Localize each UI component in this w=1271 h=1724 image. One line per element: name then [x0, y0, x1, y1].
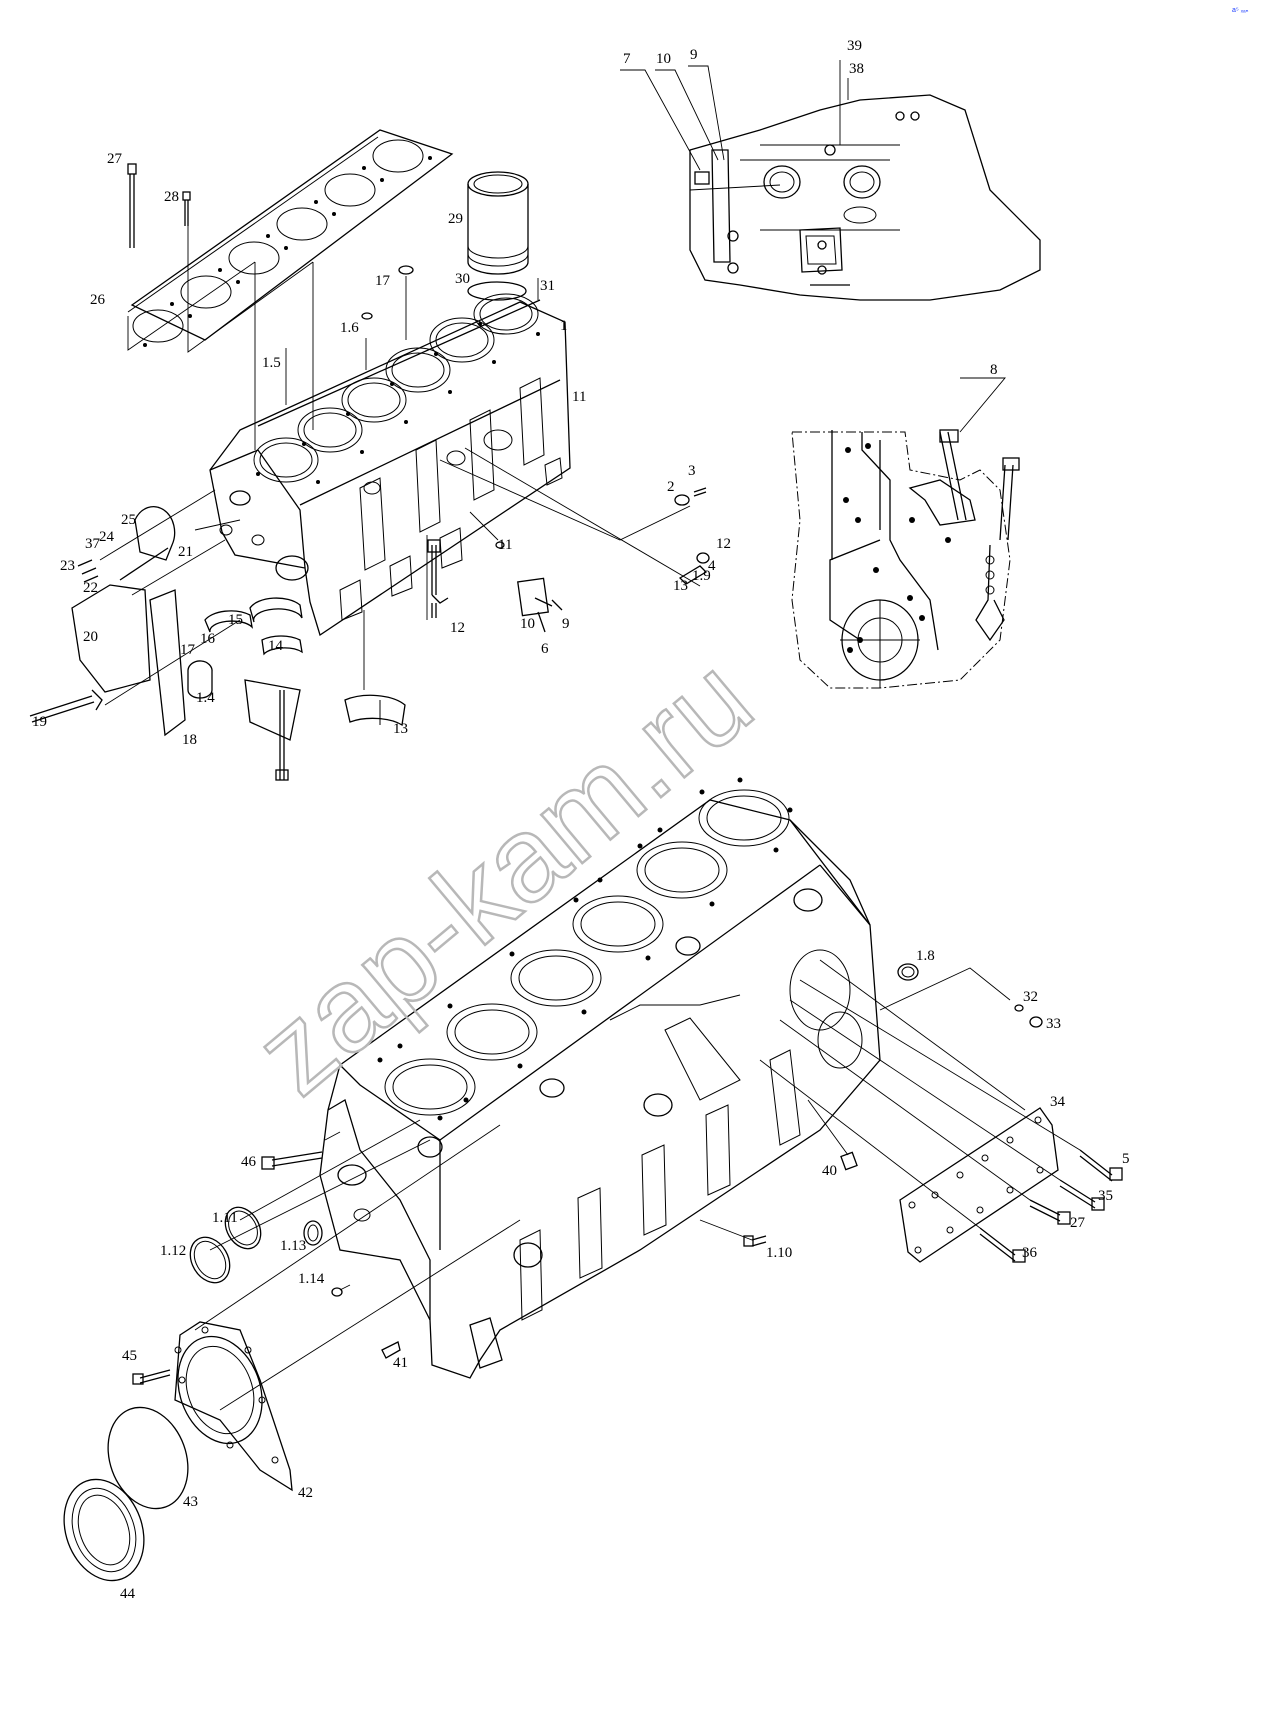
label-46: 46	[241, 1154, 257, 1170]
label-31: 31	[540, 278, 555, 294]
label-10: 10	[520, 616, 535, 632]
label-27b: 27	[1070, 1215, 1086, 1231]
label-9: 9	[562, 616, 570, 632]
lower-small-parts	[63, 963, 1123, 1582]
label-44: 44	[120, 1586, 136, 1602]
label-30: 30	[455, 271, 470, 287]
detail-view-middle-right	[791, 377, 1020, 689]
label-42: 42	[298, 1485, 313, 1501]
watermark: zap-kam.ru	[231, 631, 777, 1119]
label-12: 12	[716, 536, 731, 552]
label-39: 39	[847, 38, 862, 54]
detail-view-top-right	[620, 60, 1041, 301]
label-22: 22	[83, 580, 98, 596]
lower-leader-lines	[194, 959, 1081, 1411]
label-13b: 13	[393, 721, 408, 737]
label-41: 41	[393, 1355, 408, 1371]
label-20: 20	[83, 629, 98, 645]
label-1-11: 1.11	[212, 1210, 238, 1226]
label-35: 35	[1098, 1188, 1113, 1204]
label-4: 4	[708, 558, 716, 574]
label-36: 36	[1022, 1245, 1038, 1261]
label-34: 34	[1050, 1094, 1066, 1110]
label-1-14: 1.14	[298, 1271, 325, 1287]
label-23: 23	[60, 558, 75, 574]
part-labels: 27 28 26 29 30 31 17 1.6 1.5 1 11 3 2 11…	[32, 38, 1130, 1602]
label-19: 19	[32, 714, 47, 730]
head-gasket	[127, 129, 454, 353]
label-17b: 17	[180, 642, 196, 658]
cylinder-liner	[467, 171, 529, 275]
label-1-12: 1.12	[160, 1243, 186, 1259]
label-1-4: 1.4	[196, 690, 215, 706]
label-1-13: 1.13	[280, 1238, 306, 1254]
upper-engine-block	[209, 293, 571, 637]
label-32: 32	[1023, 989, 1038, 1005]
label-18: 18	[182, 732, 197, 748]
label-28: 28	[164, 189, 179, 205]
label-43: 43	[183, 1494, 198, 1510]
label-15: 15	[228, 612, 243, 628]
label-38: 38	[849, 61, 864, 77]
label-13: 13	[673, 578, 688, 594]
head-bolt-28	[182, 191, 191, 226]
label-10t: 10	[656, 51, 671, 67]
label-11: 11	[572, 389, 586, 405]
plug-1-6	[361, 312, 373, 320]
label-37: 37	[85, 536, 101, 552]
label-11b: 11	[498, 537, 512, 553]
label-26: 26	[90, 292, 106, 308]
label-6: 6	[541, 641, 549, 657]
label-1-5: 1.5	[262, 355, 281, 371]
label-2: 2	[667, 479, 675, 495]
label-45: 45	[122, 1348, 137, 1364]
corner-mark: a⁵ ₓₐₙ	[1232, 7, 1249, 14]
label-17: 17	[375, 273, 391, 289]
liner-seal-ring	[467, 281, 527, 301]
label-25: 25	[121, 512, 136, 528]
label-8: 8	[990, 362, 998, 378]
label-12b: 12	[450, 620, 465, 636]
label-3: 3	[688, 463, 696, 479]
label-1-10: 1.10	[766, 1245, 792, 1261]
label-1-8: 1.8	[916, 948, 935, 964]
label-16: 16	[200, 631, 216, 647]
head-bolt-27	[127, 163, 137, 248]
label-7: 7	[623, 51, 631, 67]
upper-leader-lines	[99, 262, 701, 706]
label-27: 27	[107, 151, 123, 167]
label-5: 5	[1122, 1151, 1130, 1167]
label-33: 33	[1046, 1016, 1061, 1032]
label-24: 24	[99, 529, 115, 545]
label-1-6: 1.6	[340, 320, 359, 336]
plug-17-top	[398, 265, 414, 275]
upper-bearing-parts	[29, 506, 406, 781]
label-21: 21	[178, 544, 193, 560]
label-40: 40	[822, 1163, 837, 1179]
label-1-9: 1.9	[692, 568, 711, 584]
label-9t: 9	[690, 47, 698, 63]
label-29: 29	[448, 211, 463, 227]
lower-engine-block	[319, 777, 881, 1379]
label-14: 14	[268, 638, 284, 654]
label-1: 1	[560, 318, 568, 334]
upper-small-parts	[427, 487, 710, 633]
